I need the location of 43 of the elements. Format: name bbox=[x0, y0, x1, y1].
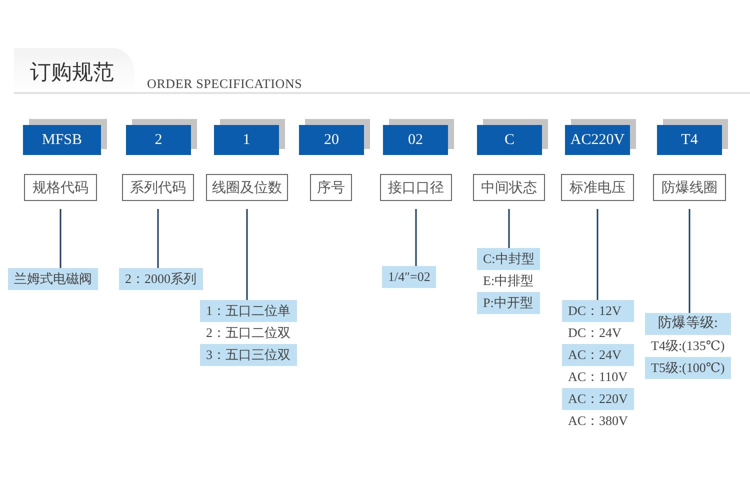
field-label-box: 系列代码 bbox=[122, 174, 194, 201]
option-label: DC：12V bbox=[562, 300, 634, 322]
field-label-box: 接口口径 bbox=[380, 174, 452, 201]
option-label: P:中开型 bbox=[477, 292, 540, 314]
option-label: T4级:(135℃) bbox=[650, 337, 726, 355]
option-label: AC：380V bbox=[567, 412, 629, 430]
option-label: 3：五口三位双 bbox=[200, 344, 296, 366]
option-label: AC：24V bbox=[562, 344, 634, 366]
code-box: T4 bbox=[657, 125, 722, 155]
code-box: C bbox=[477, 125, 542, 155]
code-box: 1 bbox=[214, 125, 279, 155]
option-label: AC：110V bbox=[567, 368, 628, 386]
option-label: AC：220V bbox=[562, 388, 634, 410]
leader-line bbox=[688, 209, 690, 313]
option-label: E:中排型 bbox=[482, 272, 535, 290]
option-label: T5级:(100℃) bbox=[645, 357, 731, 379]
field-label-box: 线圈及位数 bbox=[206, 174, 288, 201]
leader-line bbox=[60, 209, 62, 268]
title: 订购规范 bbox=[30, 59, 114, 86]
field-label-box: 标准电压 bbox=[561, 174, 634, 201]
code-box: 20 bbox=[299, 125, 364, 155]
subtitle: ORDER SPECIFICATIONS bbox=[147, 76, 302, 92]
leader-line bbox=[415, 209, 417, 266]
leader-line bbox=[596, 209, 598, 300]
option-label: 1/4″=02 bbox=[382, 266, 436, 288]
option-label: C:中封型 bbox=[477, 248, 540, 270]
leader-line bbox=[246, 209, 248, 300]
code-box: MFSB bbox=[23, 125, 101, 155]
option-label: 2：五口二位双 bbox=[205, 324, 292, 342]
leader-line bbox=[508, 209, 510, 248]
leader-line bbox=[157, 209, 159, 268]
option-label: DC：24V bbox=[567, 324, 622, 342]
code-box: 2 bbox=[126, 125, 191, 155]
field-label-box: 中间状态 bbox=[473, 174, 545, 201]
code-box: 02 bbox=[383, 125, 448, 155]
option-label: 1：五口二位单 bbox=[200, 300, 296, 322]
option-label: 防爆等级: bbox=[645, 313, 731, 335]
option-label: 兰姆式电磁阀 bbox=[8, 268, 98, 290]
field-label-box: 序号 bbox=[310, 174, 352, 201]
field-label-box: 规格代码 bbox=[24, 174, 97, 201]
option-label: 2：2000系列 bbox=[119, 268, 202, 290]
field-label-box: 防爆线圈 bbox=[653, 174, 726, 201]
code-box: AC220V bbox=[565, 125, 630, 155]
